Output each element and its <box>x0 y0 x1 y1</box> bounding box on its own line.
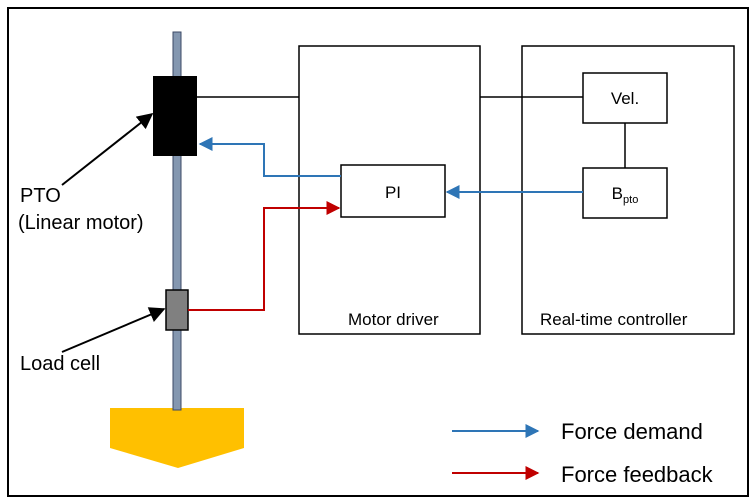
vel-label: Vel. <box>611 89 639 108</box>
motor-driver-box <box>298 45 481 335</box>
legend-force-feedback: Force feedback <box>561 462 714 487</box>
rod <box>172 31 182 411</box>
bpto-box <box>582 167 668 219</box>
legend-force-demand: Force demand <box>561 419 703 444</box>
motor-driver-label: Motor driver <box>348 310 439 329</box>
pi-box <box>340 164 446 218</box>
loadcell-pointer-arrow <box>61 307 166 353</box>
linear-motor-label: (Linear motor) <box>18 212 144 234</box>
realtime-controller-box <box>521 45 735 335</box>
float-shape <box>110 408 244 468</box>
pto-block <box>153 76 197 156</box>
outer-border <box>7 7 749 497</box>
pto-pointer-arrow <box>61 113 154 186</box>
vel-box <box>582 72 668 124</box>
demand-arrow-pi-to-pto <box>198 137 341 177</box>
pi-label: PI <box>385 183 401 202</box>
realtime-controller-label: Real-time controller <box>540 310 688 329</box>
bpto-subscript: pto <box>623 194 638 206</box>
bpto-main: B <box>612 184 623 203</box>
load-cell-block <box>165 289 189 331</box>
load-cell-label: Load cell <box>20 353 100 375</box>
pto-label: PTO <box>20 185 61 207</box>
bpto-label: Bpto <box>612 184 639 206</box>
feedback-arrow-loadcell-to-pi <box>188 201 341 311</box>
